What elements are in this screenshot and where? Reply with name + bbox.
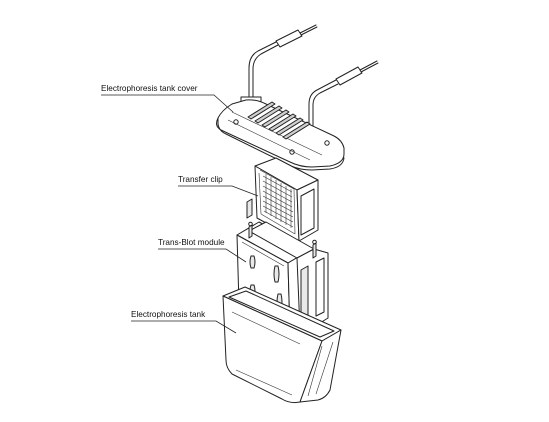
label-trans-blot-module: Trans-Blot module: [158, 238, 225, 247]
cover-vent-slots: [247, 101, 311, 140]
tank-cover: [216, 99, 345, 171]
label-transfer-clip: Transfer clip: [178, 175, 223, 184]
label-tank-group: Electrophoresis tank: [131, 310, 237, 334]
label-tank-cover: Electrophoresis tank cover: [101, 84, 198, 93]
clip-grid-holes: [262, 174, 294, 228]
label-cover-group: Electrophoresis tank cover: [101, 84, 234, 113]
label-clip-group: Transfer clip: [178, 175, 259, 197]
electrophoresis-tank: [222, 286, 342, 404]
label-electrophoresis-tank: Electrophoresis tank: [131, 310, 206, 319]
label-module-group: Trans-Blot module: [158, 238, 247, 263]
